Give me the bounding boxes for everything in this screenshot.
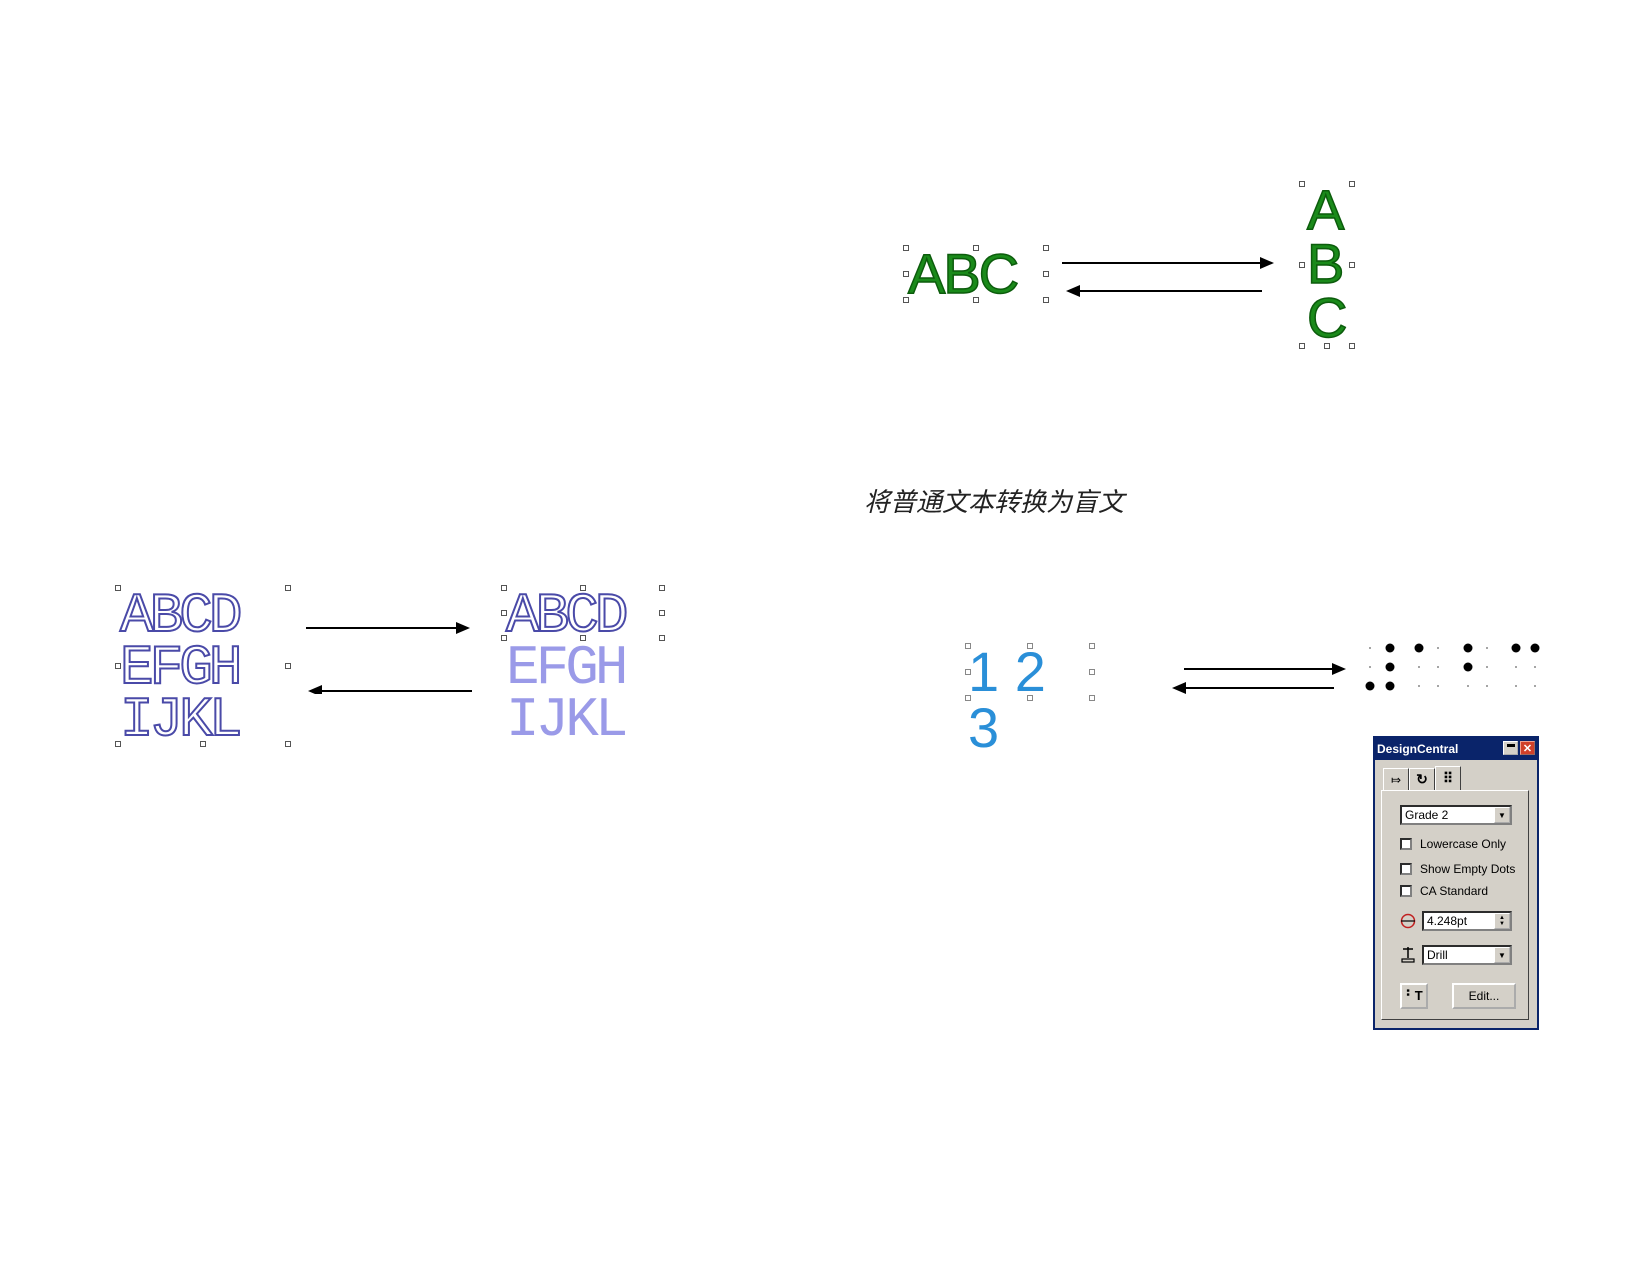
selection-handle[interactable] xyxy=(115,663,121,669)
numbers-text: 1 2 3 xyxy=(968,640,1046,759)
vertical-letter-c: C xyxy=(1306,286,1348,349)
caption-text: 将普通文本转换为盲文 xyxy=(864,488,1125,518)
result-line-2: EFGH xyxy=(506,636,628,700)
abc-vertical-object[interactable]: A B C xyxy=(1299,178,1355,349)
vertical-letter-b: B xyxy=(1306,232,1345,295)
braille-dots xyxy=(1365,643,1540,691)
abc-horizontal-text: ABC xyxy=(907,242,1020,305)
selection-handle[interactable] xyxy=(115,741,121,747)
braille-tab-body: Grade 2 ▼ Lowercase Only Show Empty Dots… xyxy=(1381,790,1529,1020)
panel-titlebar[interactable]: DesignCentral ✕ xyxy=(1375,738,1537,760)
selection-handle[interactable] xyxy=(1299,181,1305,187)
vertical-letter-a: A xyxy=(1306,178,1345,241)
tab-braille[interactable]: ⠿ xyxy=(1435,766,1461,790)
stepper-arrows-icon[interactable]: ▲▼ xyxy=(1494,913,1510,929)
lowercase-only-label: Lowercase Only xyxy=(1420,837,1507,851)
result-line-3: IJKL xyxy=(506,688,628,752)
arrows-numbers xyxy=(1172,663,1346,694)
selection-handle[interactable] xyxy=(501,635,507,641)
numbers-object[interactable]: 1 2 3 xyxy=(965,643,1095,756)
panel-tabs: ⤇ ↻ ⠿ xyxy=(1383,766,1461,790)
selection-handle[interactable] xyxy=(115,585,121,591)
minimize-icon xyxy=(1506,744,1515,747)
abc-horizontal-object[interactable]: ABC xyxy=(903,242,1049,305)
selection-handle[interactable] xyxy=(1299,343,1305,349)
rotate-icon: ↻ xyxy=(1416,771,1428,787)
checkbox-box[interactable] xyxy=(1400,885,1412,897)
chevron-down-icon[interactable]: ▼ xyxy=(1494,807,1510,823)
selection-handle[interactable] xyxy=(1089,695,1095,701)
edit-button[interactable]: Edit... xyxy=(1452,983,1516,1009)
tab-transform[interactable]: ⤇ xyxy=(1383,768,1409,790)
result-line-1: ABCD xyxy=(505,584,629,648)
dot-diameter-icon xyxy=(1400,913,1416,929)
panel-title: DesignCentral xyxy=(1377,742,1459,756)
selection-handle[interactable] xyxy=(1349,181,1355,187)
grade-select[interactable]: Grade 2 ▼ xyxy=(1400,805,1512,825)
selection-handle[interactable] xyxy=(285,663,291,669)
selection-handle[interactable] xyxy=(200,741,206,747)
arrows-left xyxy=(306,622,472,694)
transform-icon: ⤇ xyxy=(1390,772,1402,787)
close-icon: ✕ xyxy=(1522,742,1533,755)
selection-handle[interactable] xyxy=(1027,695,1033,701)
checkbox-box[interactable] xyxy=(1400,838,1412,850)
tool-select-value: Drill xyxy=(1427,948,1448,962)
selection-handle[interactable] xyxy=(659,610,665,616)
source-line-1: ABCD xyxy=(119,584,243,648)
dot-size-value: 4.248pt xyxy=(1427,914,1468,928)
selection-handle[interactable] xyxy=(659,585,665,591)
selection-handle[interactable] xyxy=(1324,343,1330,349)
lowercase-only-checkbox[interactable]: Lowercase Only xyxy=(1400,837,1506,851)
checkbox-box[interactable] xyxy=(1400,863,1412,875)
tab-rotate[interactable]: ↻ xyxy=(1409,768,1435,790)
selection-handle[interactable] xyxy=(903,271,909,277)
source-line-2: EFGH xyxy=(119,636,243,700)
selection-handle[interactable] xyxy=(659,635,665,641)
selection-handle[interactable] xyxy=(285,741,291,747)
selection-handle[interactable] xyxy=(1089,643,1095,649)
selection-handle[interactable] xyxy=(903,245,909,251)
selection-handle[interactable] xyxy=(1349,343,1355,349)
selection-handle[interactable] xyxy=(1043,297,1049,303)
selection-handle[interactable] xyxy=(1299,262,1305,268)
selection-handle[interactable] xyxy=(580,585,586,591)
show-empty-dots-checkbox[interactable]: Show Empty Dots xyxy=(1400,862,1515,876)
ca-standard-checkbox[interactable]: CA Standard xyxy=(1400,884,1488,898)
selection-handle[interactable] xyxy=(1089,669,1095,675)
selection-handle[interactable] xyxy=(973,297,979,303)
tool-select[interactable]: Drill ▼ xyxy=(1422,945,1512,965)
selection-handle[interactable] xyxy=(965,695,971,701)
close-button[interactable]: ✕ xyxy=(1520,741,1535,755)
show-empty-dots-label: Show Empty Dots xyxy=(1420,862,1516,876)
design-central-panel: DesignCentral ✕ ⤇ ↻ ⠿ Grade 2 ▼ Lowercas… xyxy=(1373,736,1539,1030)
selection-handle[interactable] xyxy=(1043,271,1049,277)
braille-text-icon: ⠃T xyxy=(1405,988,1423,1003)
selection-handle[interactable] xyxy=(965,669,971,675)
drill-tool-icon xyxy=(1401,947,1415,963)
selection-handle[interactable] xyxy=(501,585,507,591)
serif-source-object[interactable]: ABCD EFGH IJKL xyxy=(115,584,291,749)
selection-handle[interactable] xyxy=(501,610,507,616)
edit-button-label: Edit... xyxy=(1468,989,1500,1003)
selection-handle[interactable] xyxy=(1043,245,1049,251)
dot-size-stepper[interactable]: 4.248pt ▲▼ xyxy=(1422,911,1512,931)
selection-handle[interactable] xyxy=(903,297,909,303)
ca-standard-label: CA Standard xyxy=(1420,884,1489,898)
selection-handle[interactable] xyxy=(973,245,979,251)
braille-icon: ⠿ xyxy=(1442,770,1454,786)
minimize-button[interactable] xyxy=(1503,741,1518,755)
grade-select-value: Grade 2 xyxy=(1405,808,1449,822)
serif-result-object[interactable]: ABCD EFGH IJKL xyxy=(501,584,665,748)
selection-handle[interactable] xyxy=(580,635,586,641)
selection-handle[interactable] xyxy=(1349,262,1355,268)
selection-handle[interactable] xyxy=(965,643,971,649)
source-line-3: IJKL xyxy=(119,688,243,752)
selection-handle[interactable] xyxy=(1027,643,1033,649)
arrows-top xyxy=(1062,257,1274,297)
braille-text-button[interactable]: ⠃T xyxy=(1400,983,1428,1009)
chevron-down-icon[interactable]: ▼ xyxy=(1494,947,1510,963)
selection-handle[interactable] xyxy=(285,585,291,591)
